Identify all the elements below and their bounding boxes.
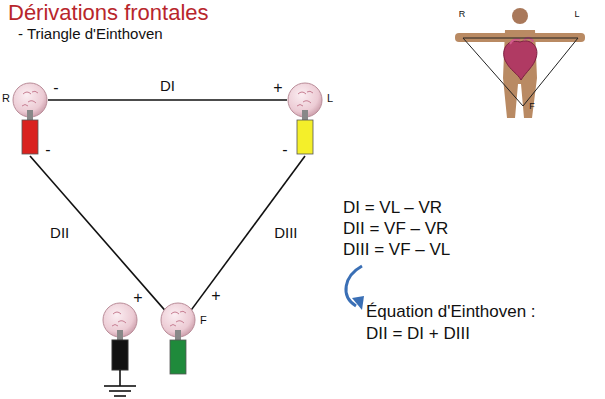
lead-line xyxy=(30,156,165,311)
slide-title: Dérivations frontales xyxy=(8,0,209,25)
electrode-shape xyxy=(287,82,323,156)
body-label: F xyxy=(529,101,535,111)
polarity-sign: - xyxy=(282,141,287,159)
electrode-shape xyxy=(160,302,196,376)
lead-line xyxy=(48,99,287,101)
electrode: L xyxy=(287,82,323,156)
equation: DI = VL – VR xyxy=(343,198,442,218)
equation-title: Équation d'Einthoven : xyxy=(366,302,536,322)
ground-electrode xyxy=(103,303,137,370)
polarity-sign: - xyxy=(45,141,50,159)
ground-symbol xyxy=(104,370,136,396)
body-figure xyxy=(455,8,585,118)
body-label: R xyxy=(459,9,466,19)
electrode-shape xyxy=(12,82,48,156)
lead-name: DII xyxy=(48,225,71,242)
equation: DII = VF – VR xyxy=(343,219,448,239)
electrode-label: R xyxy=(2,92,10,105)
equation: DII = DI + DIII xyxy=(366,324,470,344)
lead-line xyxy=(191,156,305,311)
polarity-sign: - xyxy=(53,79,58,97)
equation: DIII = VF – VL xyxy=(343,240,450,260)
electrode: F xyxy=(160,302,196,376)
polarity-sign: + xyxy=(133,289,142,307)
body-label: L xyxy=(574,9,579,19)
polarity-sign: + xyxy=(211,287,220,305)
curved-arrow xyxy=(346,266,364,310)
electrode-label: L xyxy=(327,92,333,105)
lead-name: DI xyxy=(158,77,177,94)
lead-name: DIII xyxy=(272,225,299,242)
electrode: R xyxy=(12,82,48,156)
polarity-sign: + xyxy=(273,79,282,97)
subtitle: - Triangle d'Einthoven xyxy=(18,25,163,42)
electrode-label: F xyxy=(200,314,207,327)
